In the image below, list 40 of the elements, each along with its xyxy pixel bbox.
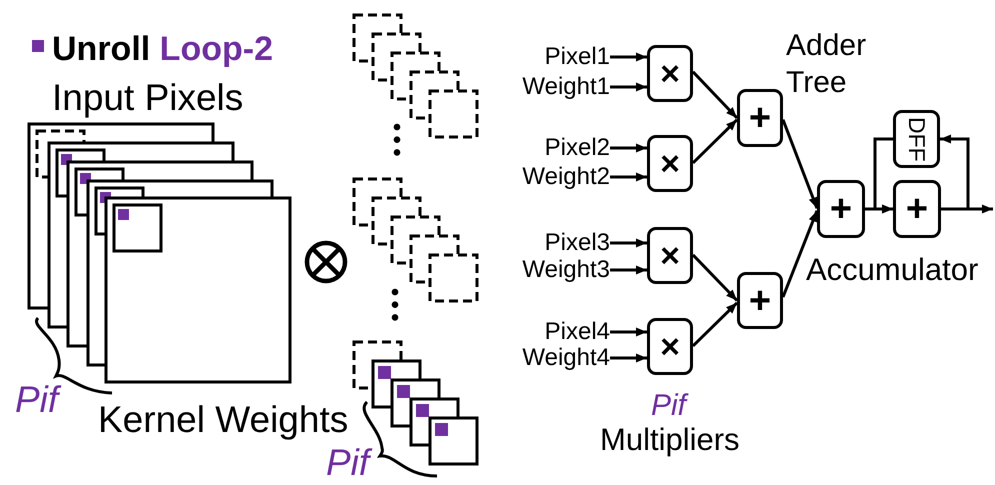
arrow [610,52,647,62]
arrow [782,210,818,298]
arrow [692,118,738,164]
multiplier-box: × [647,318,693,375]
signal-label: Weight4 [522,345,610,371]
signal-label: Pixel4 [544,319,610,345]
arrow [610,328,647,336]
adder-box: + [893,180,941,238]
multiplier-box: × [647,45,693,102]
arrow [692,254,738,302]
caption: Input Pixels [52,76,244,120]
caption: Accumulator [806,252,978,288]
variable-label: Pif [651,389,686,423]
flip-flop-box: DFF [893,110,940,168]
caption: Adder Tree [786,28,868,101]
arrow [610,172,647,182]
caption: Kernel Weights [98,398,348,442]
multiplier-box: × [647,135,693,192]
adder-box: + [737,272,783,329]
arrow [610,82,647,92]
adder-box: + [737,89,783,147]
signal-label: Weight1 [522,74,610,100]
multiplier-box: × [647,227,693,284]
signal-label: Pixel2 [544,135,610,161]
signal-label: Weight2 [522,164,610,190]
arrow [610,238,647,248]
arrow [692,302,738,347]
signal-label: Pixel3 [544,230,610,256]
arrow [692,70,738,120]
signal-label: Weight3 [522,257,610,283]
arrow [940,134,970,210]
arrow [782,119,818,209]
arrow [610,266,647,274]
caption: Multipliers [600,423,740,457]
arrow [610,354,647,362]
signal-label: Pixel1 [544,44,610,70]
title: Unroll Loop-2 [52,29,273,69]
adder-box: + [817,180,865,238]
arrow [874,138,893,214]
arrow [610,144,647,152]
